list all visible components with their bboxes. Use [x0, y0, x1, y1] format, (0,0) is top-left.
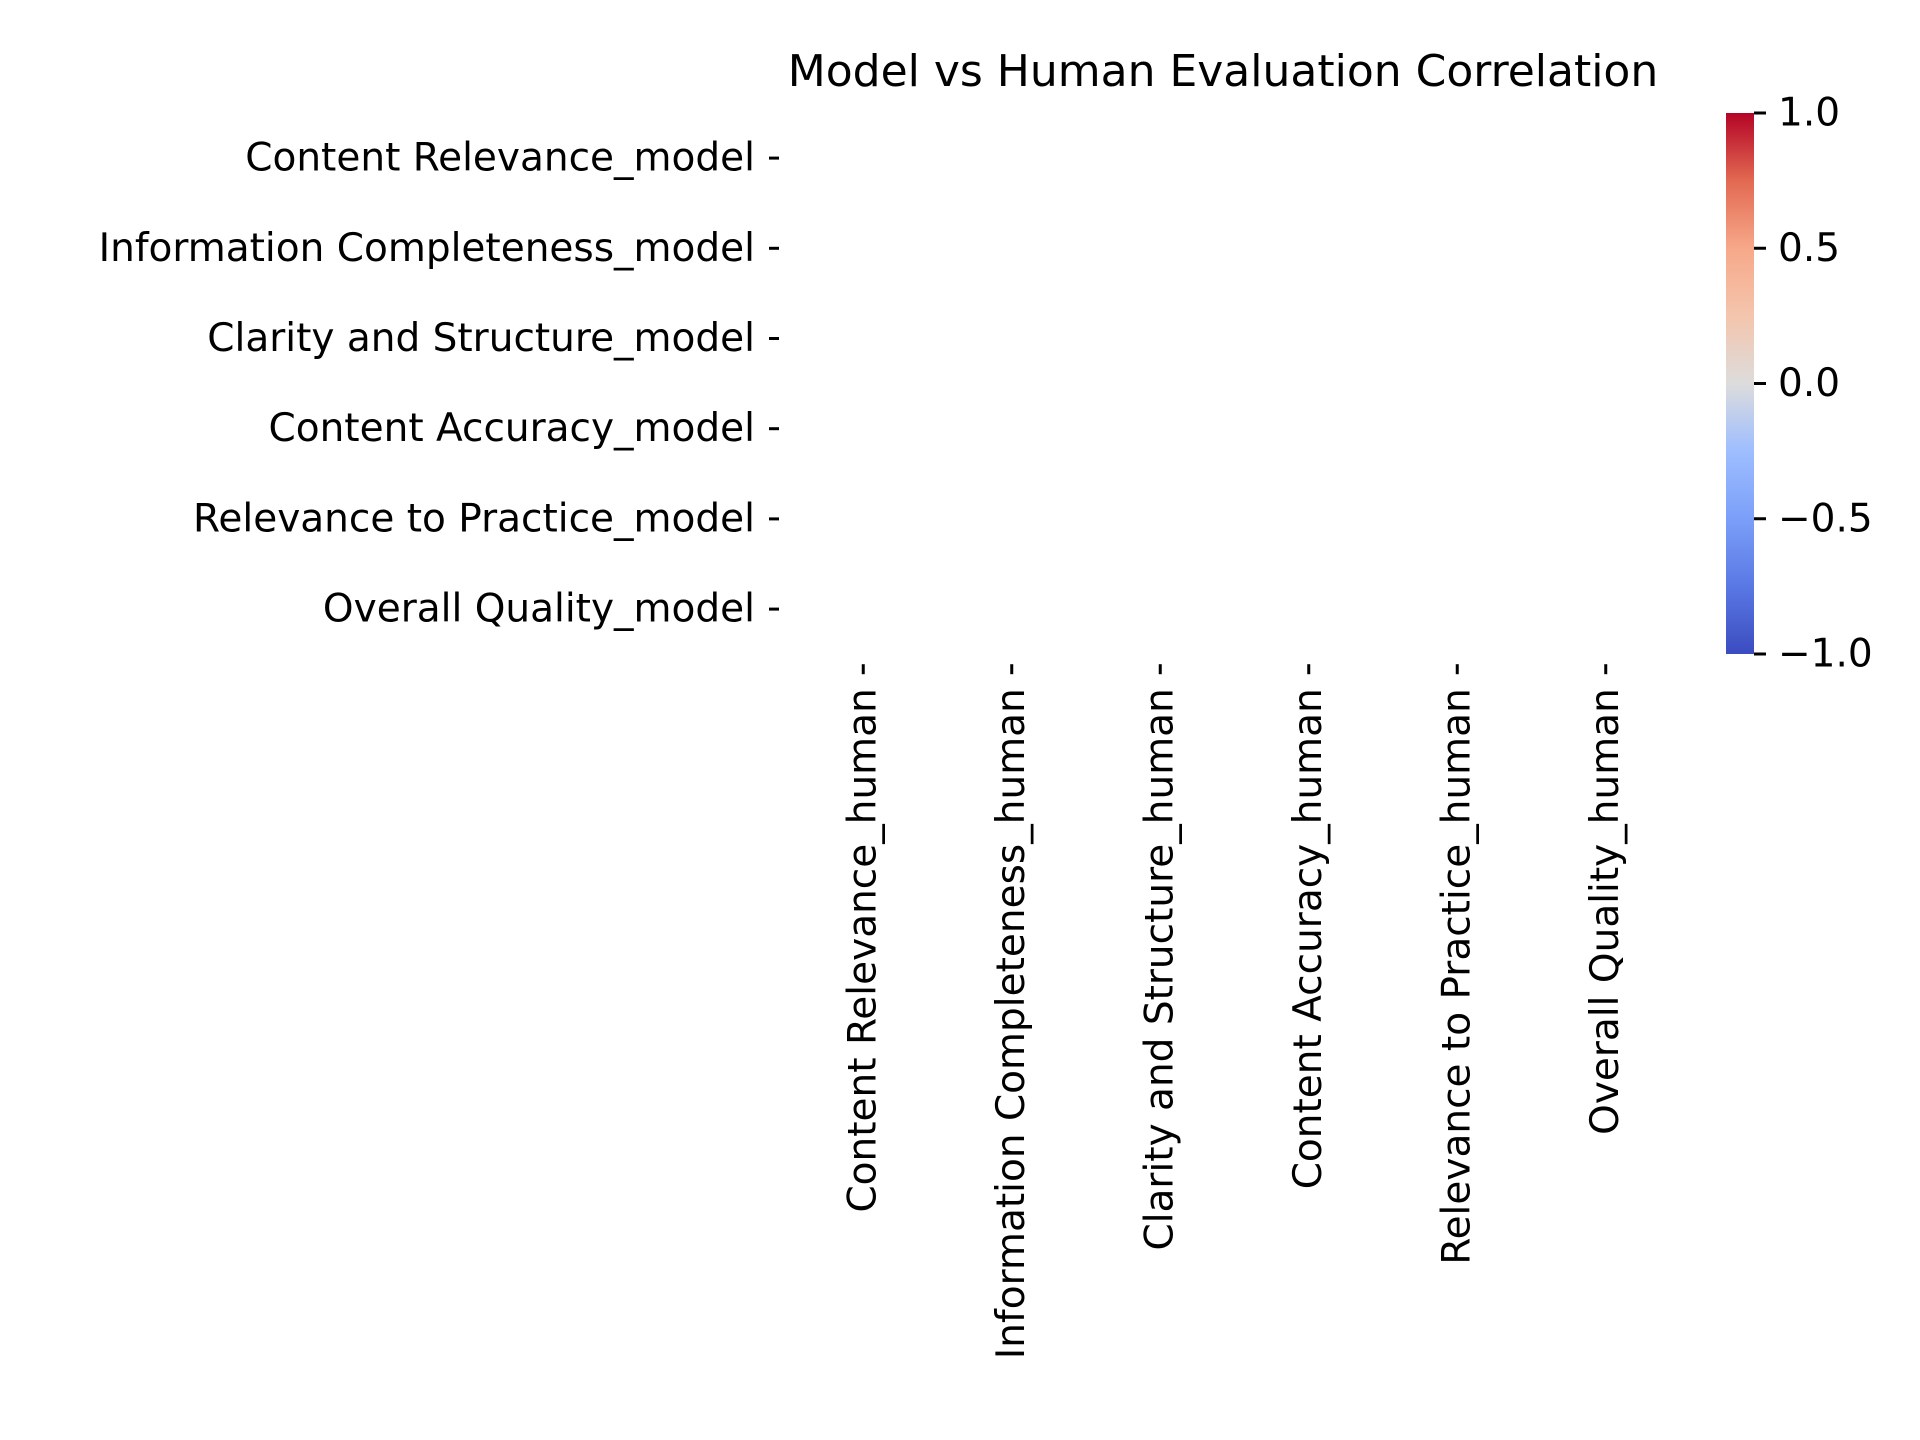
- y-tick-label: Content Accuracy_model: [269, 406, 756, 451]
- x-tick-label: Relevance to Practice_human: [1435, 688, 1480, 1265]
- colorbar-tick-label: 1.0: [1778, 91, 1840, 136]
- y-tick-label: Overall Quality_model: [323, 587, 755, 632]
- colorbar: 1.0 0.5 0.0 −0.5 −1.0: [1726, 91, 1873, 677]
- colorbar-ticks: 1.0 0.5 0.0 −0.5 −1.0: [1754, 91, 1873, 677]
- x-tick-label: Information Completeness_human: [989, 688, 1034, 1359]
- colorbar-tick-label: −0.5: [1778, 496, 1873, 541]
- x-tick-label: Content Relevance_human: [841, 688, 886, 1212]
- y-tick-label: Content Relevance_model: [245, 136, 755, 181]
- colorbar-gradient: [1726, 113, 1754, 654]
- x-tick-label: Content Accuracy_human: [1286, 688, 1331, 1189]
- y-tick-label: Relevance to Practice_model: [193, 496, 755, 541]
- x-tick-label: Overall Quality_human: [1583, 688, 1628, 1135]
- colorbar-tick-label: 0.0: [1778, 361, 1840, 406]
- x-tick-label: Clarity and Structure_human: [1138, 688, 1183, 1250]
- colorbar-tick-label: −1.0: [1778, 632, 1873, 677]
- x-axis: Content Relevance_human Information Compl…: [841, 664, 1628, 1359]
- y-tick-label: Information Completeness_model: [99, 226, 755, 271]
- y-tick-label: Clarity and Structure_model: [207, 316, 755, 361]
- colorbar-tick-label: 0.5: [1778, 226, 1840, 271]
- chart-title: Model vs Human Evaluation Correlation: [788, 46, 1658, 97]
